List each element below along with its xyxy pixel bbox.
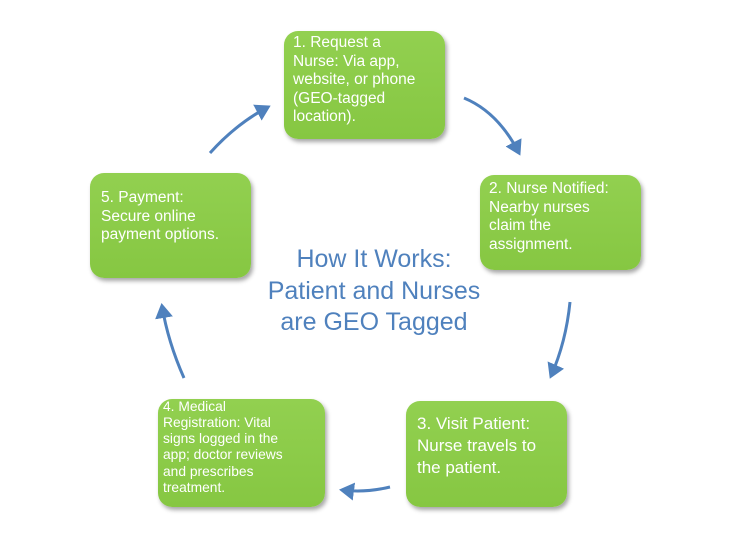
arrow-step2-to-step3 — [547, 301, 572, 379]
diagram-title: How It Works: Patient and Nurses are GEO… — [267, 245, 481, 336]
arrow-step1-to-step2 — [463, 96, 522, 156]
step-request-nurse-text: 1. Request a Nurse: Via app, website, or… — [293, 34, 416, 126]
step-medical-registration-text: 4. Medical Registration: Vital signs log… — [163, 399, 283, 495]
step-visit-patient-text: 3. Visit Patient: Nurse travels to the p… — [417, 414, 537, 477]
step-medical-registration-box: 4. Medical Registration: Vital signs log… — [158, 399, 325, 507]
step-payment-text: 5. Payment: Secure online payment option… — [101, 189, 220, 244]
step-visit-patient-box: 3. Visit Patient: Nurse travels to the p… — [406, 401, 567, 507]
arrow-step3-to-step4 — [339, 482, 391, 501]
arrow-step4-to-step5 — [155, 303, 186, 379]
step-nurse-notified-box: 2. Nurse Notified: Nearby nurses claim t… — [480, 175, 641, 270]
step-payment-box: 5. Payment: Secure online payment option… — [90, 173, 251, 278]
step-nurse-notified-text: 2. Nurse Notified: Nearby nurses claim t… — [489, 180, 609, 253]
step-request-nurse-box: 1. Request a Nurse: Via app, website, or… — [284, 31, 445, 139]
arrow-step5-to-step1 — [208, 104, 271, 155]
